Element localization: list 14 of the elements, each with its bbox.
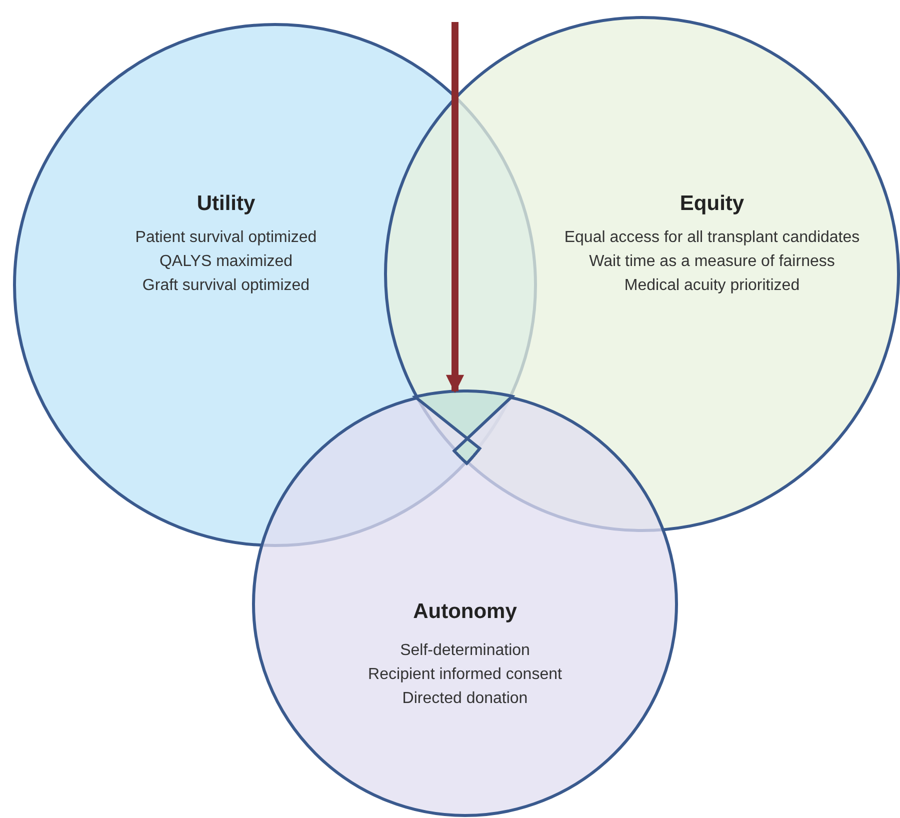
list-item: Self-determination (400, 641, 530, 661)
list-item: Wait time as a measure of fairness (589, 252, 835, 272)
list-item: Recipient informed consent (368, 665, 562, 685)
circle-heading: Equity (680, 194, 744, 214)
list-item: QALYS maximized (159, 252, 293, 272)
circle-heading: Utility (196, 194, 256, 214)
circle-heading: Autonomy (413, 602, 517, 622)
overlap-region (412, 390, 516, 465)
arrow (446, 22, 464, 394)
list-item: Equal access for all transplant candidates (564, 228, 860, 248)
list-item: Directed donation (402, 689, 528, 709)
list-item: Patient survival optimized (135, 228, 317, 248)
list-item: Medical acuity prioritized (624, 276, 800, 296)
list-item: Graft survival optimized (142, 276, 310, 296)
